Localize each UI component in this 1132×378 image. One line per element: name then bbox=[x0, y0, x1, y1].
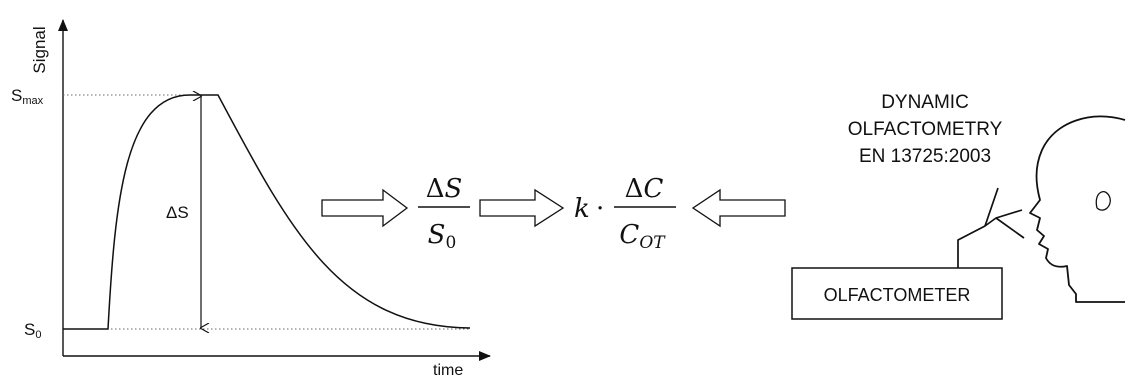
hollow-arrow-olfactometry-to-concentration bbox=[691, 188, 786, 228]
method-line-2: OLFACTOMETRY bbox=[848, 119, 1003, 140]
x-axis-label: time bbox=[433, 362, 463, 378]
s-max-label: Smax bbox=[11, 86, 44, 107]
hollow-arrow-graph-to-ratio bbox=[321, 188, 409, 228]
olfactometer-box bbox=[791, 267, 1003, 320]
method-line-3: EN 13725:2003 bbox=[859, 146, 991, 167]
sniffing-port-tube bbox=[957, 209, 1023, 268]
delta-s-label: ΔS bbox=[166, 203, 189, 222]
sniffing-port-upper-branch bbox=[984, 187, 999, 227]
hollow-arrow-ratio-to-concentration bbox=[479, 188, 565, 228]
signal-curve bbox=[63, 94, 471, 330]
method-caption: DYNAMIC OLFACTOMETRY EN 13725:2003 bbox=[848, 92, 1003, 167]
olfactometer-label: OLFACTOMETER bbox=[824, 285, 971, 305]
human-head-profile-icon bbox=[1029, 115, 1126, 303]
signal-graph: Signal time Smax S0 ΔS bbox=[11, 19, 491, 378]
formula-dot: · bbox=[596, 194, 604, 224]
formula-k: k bbox=[574, 194, 590, 224]
formula-right-numerator: ΔC bbox=[625, 174, 664, 204]
formula-right-denominator: COT bbox=[619, 220, 666, 253]
sniffing-port-lower-branch bbox=[995, 217, 1025, 239]
concentration-formula: k · ΔC COT bbox=[574, 174, 676, 253]
method-line-1: DYNAMIC bbox=[881, 92, 969, 113]
olfactometer-device: OLFACTOMETER bbox=[791, 187, 1025, 320]
formula-left-numerator: ΔS bbox=[426, 174, 463, 204]
formula-left-denominator: S0 bbox=[428, 220, 457, 253]
y-axis-label: Signal bbox=[30, 26, 49, 73]
head-ear bbox=[1095, 191, 1111, 211]
s-zero-label: S0 bbox=[24, 320, 41, 341]
signal-ratio-formula: ΔS S0 bbox=[418, 174, 470, 253]
